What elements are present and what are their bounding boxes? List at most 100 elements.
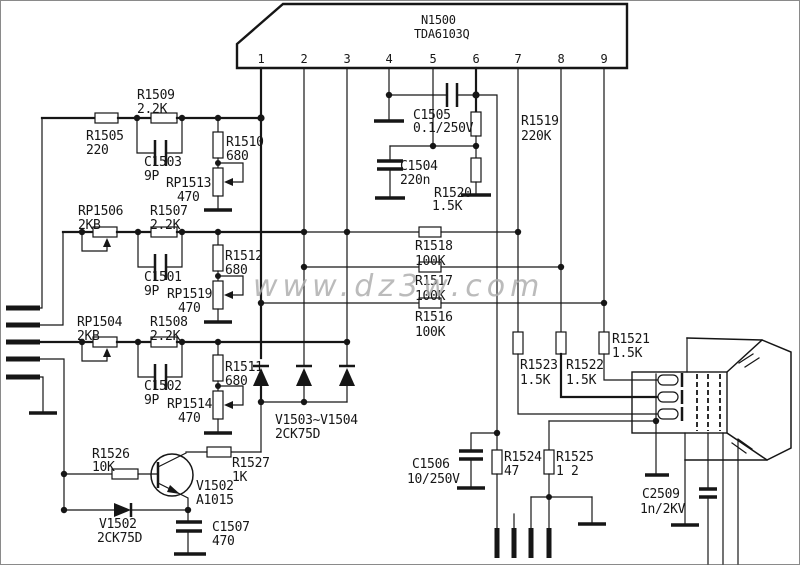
pin-9-label: 9 <box>601 52 608 66</box>
pot-RP1513 <box>212 167 224 197</box>
val-C1505: 0.1/250V <box>413 121 474 136</box>
lbl-R1511: R1511 <box>225 360 263 375</box>
pot-wiper-arrow <box>103 238 111 247</box>
resistor-R1521 <box>598 331 610 355</box>
ic-part: TDA6103Q <box>414 27 469 41</box>
resistor-R1512 <box>212 244 224 272</box>
lbl-C1504: C1504 <box>400 159 438 174</box>
val-R1523: 1.5K <box>520 373 551 388</box>
brightness-limiter-block <box>63 401 262 556</box>
val-C1501: 9P <box>144 284 160 299</box>
junction-dots <box>60 91 660 514</box>
pin-4-label: 4 <box>386 52 393 66</box>
val-R1521: 1.5K <box>612 346 643 361</box>
val-R1518: 100K <box>415 254 446 269</box>
lbl-R1519: R1519 <box>521 114 559 129</box>
lbl-V1502-transistor: V1502 <box>196 479 234 494</box>
funnel-tick <box>738 353 760 368</box>
resistor-R1524 <box>491 449 503 475</box>
pot-RP1519 <box>212 280 224 310</box>
channel-row-1 <box>40 112 263 212</box>
val-V1503-V1504: 2CK75D <box>275 427 321 442</box>
resistor-R1505 <box>94 112 119 124</box>
left-connector <box>6 117 65 511</box>
lbl-R1518: R1518 <box>415 239 453 254</box>
val-R1516: 100K <box>415 325 446 340</box>
lbl-C1507: C1507 <box>212 520 250 535</box>
pin-3-label: 3 <box>344 52 351 66</box>
pot-wiper-arrow <box>224 291 233 299</box>
val-R1517: 100K <box>415 289 446 304</box>
lbl-RP1504: RP1504 <box>77 315 123 330</box>
pin-7-label: 7 <box>515 52 522 66</box>
resistor-R1518 <box>418 226 442 238</box>
lbl-R1522: R1522 <box>566 358 604 373</box>
lbl-R1509: R1509 <box>137 88 175 103</box>
val-C1506: 10/250V <box>407 472 460 487</box>
lbl-R1521: R1521 <box>612 332 650 347</box>
lbl-R1505: R1505 <box>86 129 124 144</box>
component-labels: R1505 220 R1509 2.2K C1503 9P R1510 680 … <box>77 88 686 549</box>
pin-6-label: 6 <box>473 52 480 66</box>
lbl-R1507: R1507 <box>150 204 188 219</box>
val-R1509: 2.2K <box>137 102 168 117</box>
lbl-C1505: C1505 <box>413 108 451 123</box>
resistor-R1511 <box>212 354 224 382</box>
lbl-RP1513: RP1513 <box>166 176 211 191</box>
lbl-V1503-V1504: V1503~V1504 <box>275 413 358 428</box>
resistor-R1520 <box>470 157 482 183</box>
val-C1502: 9P <box>144 393 160 408</box>
supply-filter-network <box>375 83 498 434</box>
pin-1-label: 1 <box>258 52 265 66</box>
crt-block <box>512 331 792 565</box>
resistor-R1525 <box>543 449 555 475</box>
val-RP1513: 470 <box>177 190 200 205</box>
lbl-R1508: R1508 <box>150 315 188 330</box>
val-R1524: 47 <box>504 464 519 479</box>
lbl-R1527: R1527 <box>232 456 270 471</box>
feedback-network <box>260 226 605 309</box>
diode-V1503 <box>253 368 269 386</box>
val-R1507: 2.2K <box>150 218 181 233</box>
lbl-R1510: R1510 <box>226 135 264 150</box>
lbl-V1502-diode: V1502 <box>99 517 137 532</box>
val-R1508: 2.2K <box>150 329 181 344</box>
val-R1511: 680 <box>225 374 248 389</box>
lbl-C1502: C1502 <box>144 379 182 394</box>
lbl-R1526: R1526 <box>92 447 130 462</box>
lbl-C1506: C1506 <box>412 457 450 472</box>
resistor-R1523 <box>512 331 524 355</box>
val-RP1514: 470 <box>178 411 201 426</box>
lbl-R1517: R1517 <box>415 274 453 289</box>
pot-RP1514 <box>212 390 224 420</box>
resistor-R1527 <box>206 446 232 458</box>
bottom-connector-block <box>457 420 657 558</box>
val-R1505: 220 <box>86 143 109 158</box>
lbl-R1512: R1512 <box>225 249 263 264</box>
lbl-RP1519: RP1519 <box>167 287 212 302</box>
val-C1503: 9P <box>144 169 160 184</box>
ic-package: N1500 TDA6103Q 1 2 3 4 5 6 7 8 9 <box>235 2 629 70</box>
blanking-diodes <box>253 364 355 403</box>
lbl-R1516: R1516 <box>415 310 453 325</box>
diode <box>296 368 312 386</box>
val-R1526: 10K <box>92 460 115 475</box>
val-R1525: 1 2 <box>556 464 579 479</box>
val-R1527: 1K <box>232 470 248 485</box>
ic-ref: N1500 <box>421 13 456 27</box>
val-C1507: 470 <box>212 534 235 549</box>
lbl-RP1506: RP1506 <box>78 204 123 219</box>
pot-wiper-arrow <box>224 401 233 409</box>
crt-cathode-gun <box>657 391 679 403</box>
val-V1502-transistor: A1015 <box>196 493 234 508</box>
val-R1520: 1.5K <box>432 199 463 214</box>
val-RP1504: 2KB <box>77 329 100 344</box>
lbl-C2509: C2509 <box>642 487 680 502</box>
pin-2-label: 2 <box>301 52 308 66</box>
val-V1502-diode: 2CK75D <box>97 531 143 546</box>
lbl-RP1514: RP1514 <box>167 397 213 412</box>
transistor-arrow <box>167 485 180 494</box>
lbl-R1524: R1524 <box>504 450 542 465</box>
val-R1512: 680 <box>225 263 248 278</box>
